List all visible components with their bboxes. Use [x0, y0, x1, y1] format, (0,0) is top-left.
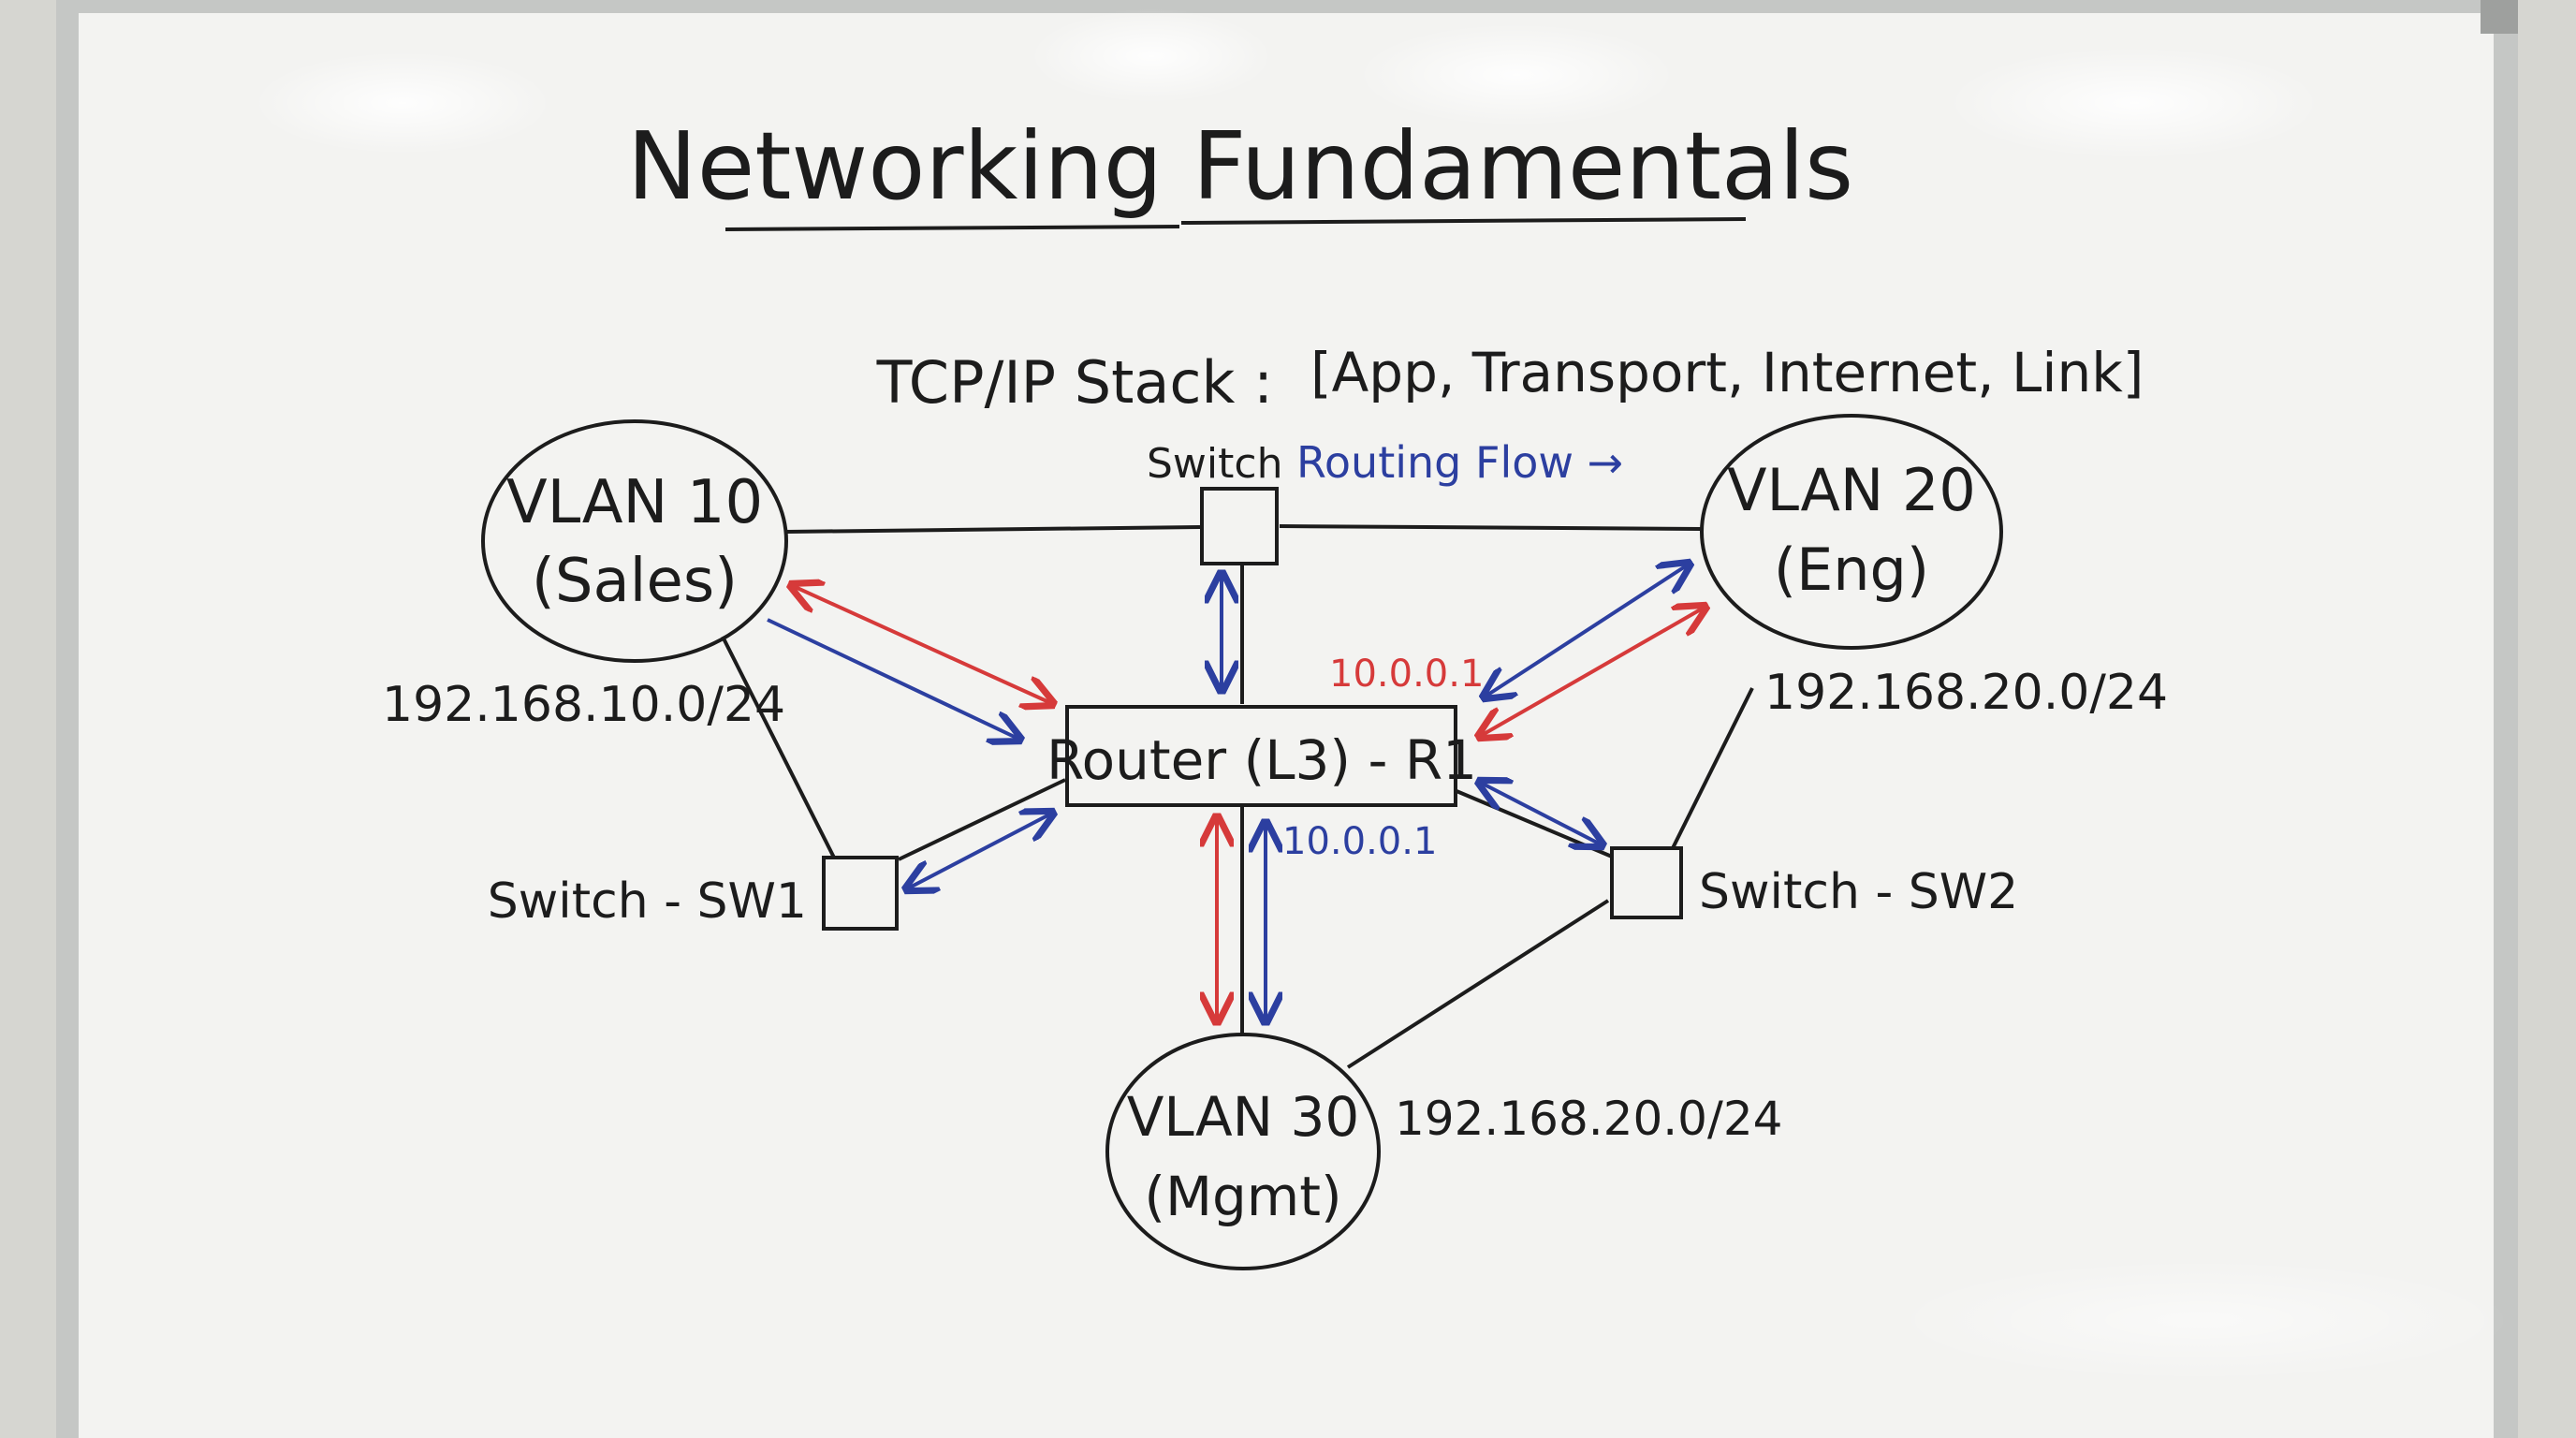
blue-arrow-router-vlan20 — [1484, 564, 1690, 697]
sw2-box — [1610, 846, 1683, 919]
glare-spot — [1891, 1259, 2509, 1381]
vlan20-name: VLAN 20 — [1727, 456, 1976, 524]
router-label: Router (L3) - R1 — [1046, 728, 1477, 792]
glare-spot — [1357, 23, 1676, 126]
switch-sw2: Switch - SW2 — [1610, 846, 2018, 920]
sw1-box — [822, 856, 899, 931]
vlan10-subnet: 192.168.10.0/24 — [382, 677, 785, 733]
vlan20-node: VLAN 20 (Eng) 192.168.20.0/24 — [1700, 414, 2168, 721]
switch-top — [1200, 487, 1279, 565]
link-sw2-vlan20 — [1669, 687, 1754, 853]
vlan30-node: VLAN 30 (Mgmt) 192.168.20.0/24 — [1105, 1033, 1782, 1270]
blue-arrow-router-sw2 — [1479, 782, 1603, 845]
stack-label: TCP/IP Stack : — [876, 348, 1273, 417]
switch-top-box — [1200, 487, 1279, 565]
red-arrow-vlan10-router — [791, 585, 1053, 704]
board-title: Networking Fundamentals — [627, 111, 1853, 221]
switch-sw1: Switch - SW1 — [488, 856, 899, 931]
legend-switch-label: Switch — [1147, 440, 1282, 488]
blue-arrow-sw1-router — [906, 813, 1053, 889]
link-sw2-vlan30 — [1346, 899, 1610, 1069]
vlan10-node: VLAN 10 (Sales) 192.168.10.0/24 — [382, 419, 788, 733]
router-ip-blue: 10.0.0.1 — [1282, 820, 1437, 863]
glare-spot — [1947, 47, 2321, 159]
vlan30-subnet: 192.168.20.0/24 — [1395, 1092, 1782, 1146]
vlan10-group: (Sales) — [532, 547, 738, 616]
link-vlan10-switch — [785, 525, 1201, 534]
glare-spot — [1030, 9, 1273, 103]
vlan20-group: (Eng) — [1774, 536, 1929, 604]
blue-flows — [767, 564, 1690, 1022]
title-underline — [724, 217, 1747, 231]
vlan30-circle — [1105, 1033, 1381, 1270]
router-ip-red: 10.0.0.1 — [1329, 653, 1484, 696]
vlan20-subnet: 192.168.20.0/24 — [1764, 665, 2168, 721]
link-vlan10-sw1 — [721, 636, 837, 860]
link-switch-vlan20 — [1279, 524, 1703, 531]
vlan20-circle — [1700, 414, 2003, 650]
vlan30-group: (Mgmt) — [1144, 1165, 1341, 1228]
vlan10-circle — [481, 419, 788, 663]
glare-spot — [253, 51, 552, 154]
legend-routing-flow: Routing Flow → — [1296, 437, 1623, 488]
stack-layers: [App, Transport, Internet, Link] — [1310, 341, 2144, 404]
sw1-label: Switch - SW1 — [488, 873, 807, 930]
sw2-label: Switch - SW2 — [1699, 864, 2018, 920]
vlan30-name: VLAN 30 — [1127, 1085, 1360, 1149]
router-node: Router (L3) - R1 10.0.0.1 10.0.0.1 — [1046, 653, 1484, 863]
blue-arrow-vlan10-router — [767, 618, 1020, 740]
router-box — [1065, 705, 1457, 807]
vlan10-name: VLAN 10 — [506, 468, 763, 537]
frame-corner — [2481, 0, 2518, 34]
